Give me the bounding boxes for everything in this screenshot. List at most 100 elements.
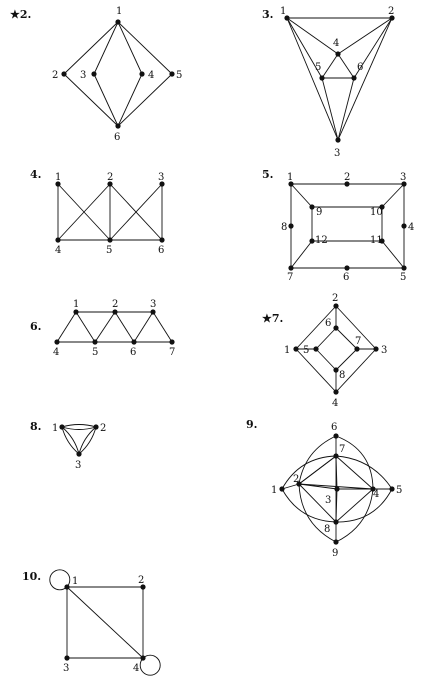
edge-4-4 — [139, 654, 161, 676]
edge-1-1 — [49, 569, 71, 591]
vertex-7 — [333, 453, 339, 459]
vertex-label-2: 2 — [293, 474, 299, 485]
edge-6-7 — [335, 327, 358, 350]
exercise-number: 9. — [246, 418, 257, 431]
edge-3-6 — [133, 311, 154, 343]
vertex-4 — [401, 223, 407, 229]
vertex-label-2: 2 — [100, 423, 106, 434]
vertex-label-2: 2 — [112, 299, 118, 310]
vertex-label-10: 10 — [370, 207, 383, 218]
vertex-2 — [93, 424, 99, 430]
vertex-1 — [115, 19, 121, 25]
vertex-3 — [159, 181, 165, 187]
vertex-6 — [344, 265, 350, 271]
vertex-6 — [115, 123, 121, 129]
vertex-label-5: 5 — [106, 245, 112, 256]
vertex-label-3: 3 — [150, 299, 156, 310]
vertex-label-3: 3 — [158, 172, 164, 183]
vertex-label-9: 9 — [332, 548, 338, 559]
vertex-2 — [389, 15, 395, 21]
vertex-label-12: 12 — [315, 235, 328, 246]
vertex-label-1: 1 — [55, 172, 61, 183]
vertex-6 — [333, 433, 339, 439]
edge-1-5 — [286, 17, 323, 79]
edge-1-3 — [286, 17, 339, 141]
vertex-label-8: 8 — [324, 524, 330, 535]
vertex-label-4: 4 — [373, 489, 379, 500]
vertex-label-6: 6 — [357, 62, 363, 73]
edge-2-6 — [353, 17, 393, 79]
vertex-label-1: 1 — [287, 172, 293, 183]
edge-4-5 — [321, 53, 339, 79]
exercise-number: ★2. — [10, 8, 31, 21]
curve-edge-1-7 — [281, 455, 337, 490]
vertex-label-3: 3 — [80, 70, 86, 81]
exercise-number: 6. — [30, 320, 41, 333]
edge-3-10 — [381, 183, 405, 208]
curve-edge-1-8 — [281, 488, 337, 523]
edge-4-6 — [337, 53, 355, 79]
vertex-label-5: 5 — [303, 345, 309, 356]
edge-1-2 — [61, 426, 97, 430]
vertex-5 — [389, 486, 395, 492]
vertex-label-1: 1 — [52, 423, 58, 434]
edge-7-12 — [290, 240, 313, 269]
vertex-label-3: 3 — [75, 460, 81, 471]
vertex-label-11: 11 — [370, 235, 383, 246]
edge-4-1 — [295, 348, 337, 393]
vertex-11 — [379, 238, 385, 244]
edge-3-6 — [337, 77, 355, 141]
vertex-label-1: 1 — [280, 6, 286, 17]
vertex-5 — [169, 71, 175, 77]
vertex-1 — [64, 584, 70, 590]
vertex-label-1: 1 — [72, 576, 78, 587]
edge-2-6 — [63, 73, 119, 127]
edge-2-6 — [114, 311, 135, 343]
vertex-4 — [335, 51, 341, 57]
vertex-12 — [309, 238, 315, 244]
vertex-label-2: 2 — [344, 172, 350, 183]
vertex-8 — [333, 367, 339, 373]
exercise-number: 3. — [262, 8, 273, 21]
vertex-4 — [139, 71, 145, 77]
edge-3-5 — [109, 183, 163, 241]
edge-2-3 — [78, 426, 97, 455]
vertex-label-4: 4 — [133, 663, 139, 674]
vertex-label-4: 4 — [408, 222, 414, 233]
edge-8-5 — [315, 348, 337, 371]
vertex-label-2: 2 — [388, 6, 394, 17]
curve-edge-4-9 — [335, 488, 374, 543]
vertex-label-4: 4 — [333, 38, 339, 49]
vertex-6 — [159, 237, 165, 243]
vertex-6 — [333, 325, 339, 331]
vertex-label-6: 6 — [331, 422, 337, 433]
vertex-5 — [313, 346, 319, 352]
vertex-4 — [55, 237, 61, 243]
edge-4-6 — [117, 73, 143, 127]
edge-3-6 — [93, 73, 119, 127]
vertex-9 — [309, 204, 315, 210]
vertex-label-7: 7 — [169, 347, 175, 358]
exercise-number: 4. — [30, 168, 41, 181]
vertex-label-4: 4 — [332, 398, 338, 409]
vertex-3 — [401, 181, 407, 187]
vertex-label-1: 1 — [73, 299, 79, 310]
vertex-5 — [107, 237, 113, 243]
vertex-1 — [59, 424, 65, 430]
edge-1-9 — [290, 183, 313, 208]
edge-1-3 — [93, 21, 119, 75]
exercise-number: 10. — [22, 570, 41, 583]
vertex-label-7: 7 — [355, 336, 361, 347]
vertex-5 — [401, 265, 407, 271]
vertex-2 — [140, 584, 146, 590]
vertex-2 — [333, 303, 339, 309]
edge-1-2 — [281, 483, 300, 490]
vertex-label-6: 6 — [343, 272, 349, 283]
